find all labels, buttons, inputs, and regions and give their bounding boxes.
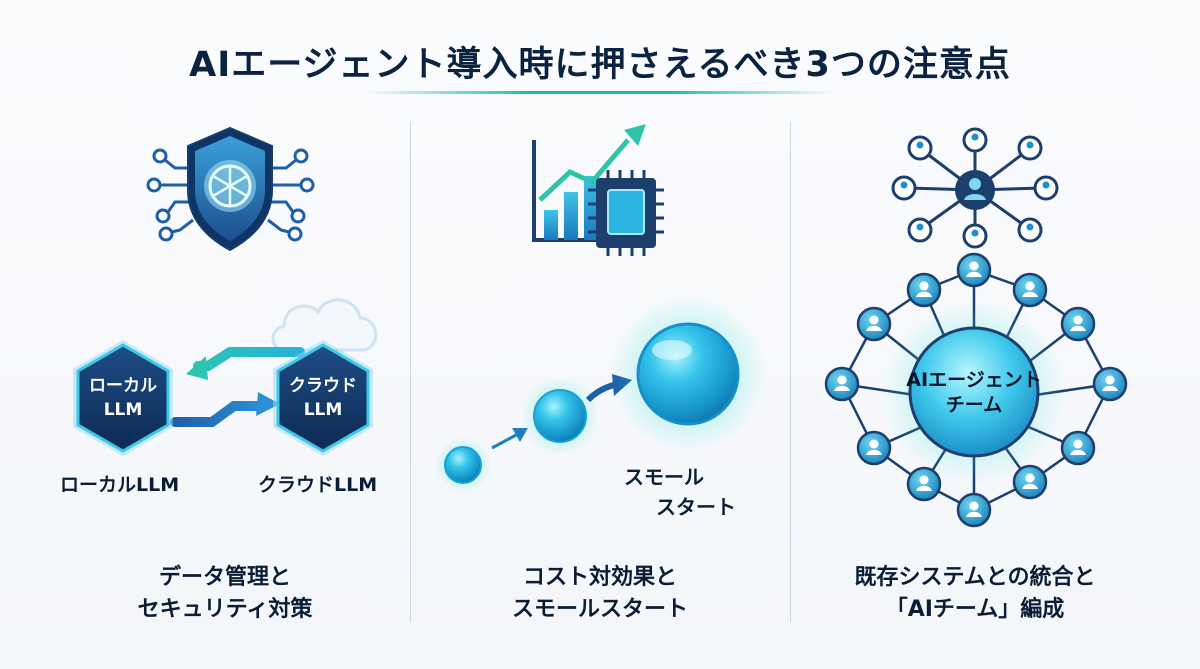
title-underline bbox=[365, 91, 835, 94]
caption-data-security: データ管理と セキュリティ対策 bbox=[25, 562, 425, 626]
cloud-llm-label: クラウドLLM bbox=[258, 474, 378, 496]
caption-cost-effect: コスト対効果と スモールスタート bbox=[400, 562, 800, 626]
cloud-llm-hex-label: クラウド LLM bbox=[268, 374, 378, 422]
local-llm-hexagon bbox=[73, 340, 173, 456]
ai-agent-team-label: AIエージェント チーム bbox=[874, 368, 1074, 418]
local-llm-hex-line2: LLM bbox=[103, 400, 143, 420]
small-start-line2: スタート bbox=[656, 495, 736, 519]
growth-spheres bbox=[435, 296, 766, 493]
column-divider-left bbox=[410, 122, 411, 622]
chart-chip-icon bbox=[532, 124, 664, 256]
people-network-icon bbox=[891, 127, 1059, 249]
ai-agent-team-line2: チーム bbox=[945, 394, 1003, 416]
local-llm-hex-label: ローカル LLM bbox=[68, 374, 178, 422]
column-divider-right bbox=[790, 122, 791, 622]
small-start-label: スモール スタート bbox=[624, 462, 736, 522]
cloud-icon bbox=[271, 298, 378, 352]
local-llm-label: ローカルLLM bbox=[60, 474, 180, 496]
sync-arrow-to-cloud-head bbox=[256, 392, 280, 416]
shield-circuit-icon bbox=[146, 126, 315, 252]
caption-data-security-line2: セキュリティ対策 bbox=[137, 597, 313, 622]
caption-cost-effect-line1: コスト対効果と bbox=[522, 565, 677, 590]
cloud-llm-hex-line2: LLM bbox=[303, 400, 343, 420]
caption-integration-team: 既存システムとの統合と 「AIチーム」編成 bbox=[775, 562, 1175, 626]
local-llm-hex-line1: ローカル bbox=[89, 376, 157, 396]
small-start-line1: スモール bbox=[624, 465, 704, 489]
cloud-llm-hex-line1: クラウド bbox=[289, 376, 357, 396]
ai-agent-team-line1: AIエージェント bbox=[906, 369, 1042, 391]
caption-integration-team-line2: 「AIチーム」編成 bbox=[885, 597, 1065, 622]
caption-data-security-line1: データ管理と bbox=[158, 565, 291, 590]
caption-integration-team-line1: 既存システムとの統合と bbox=[854, 565, 1096, 590]
caption-cost-effect-line2: スモールスタート bbox=[511, 597, 688, 622]
ai-team-network bbox=[824, 252, 1128, 528]
sync-arrow-to-local-head bbox=[186, 356, 208, 380]
sync-arrow-to-cloud bbox=[170, 401, 267, 427]
cloud-llm-hexagon bbox=[273, 340, 373, 456]
page-title: AIエージェント導入時に押さえるべき3つの注意点 bbox=[189, 45, 1011, 85]
